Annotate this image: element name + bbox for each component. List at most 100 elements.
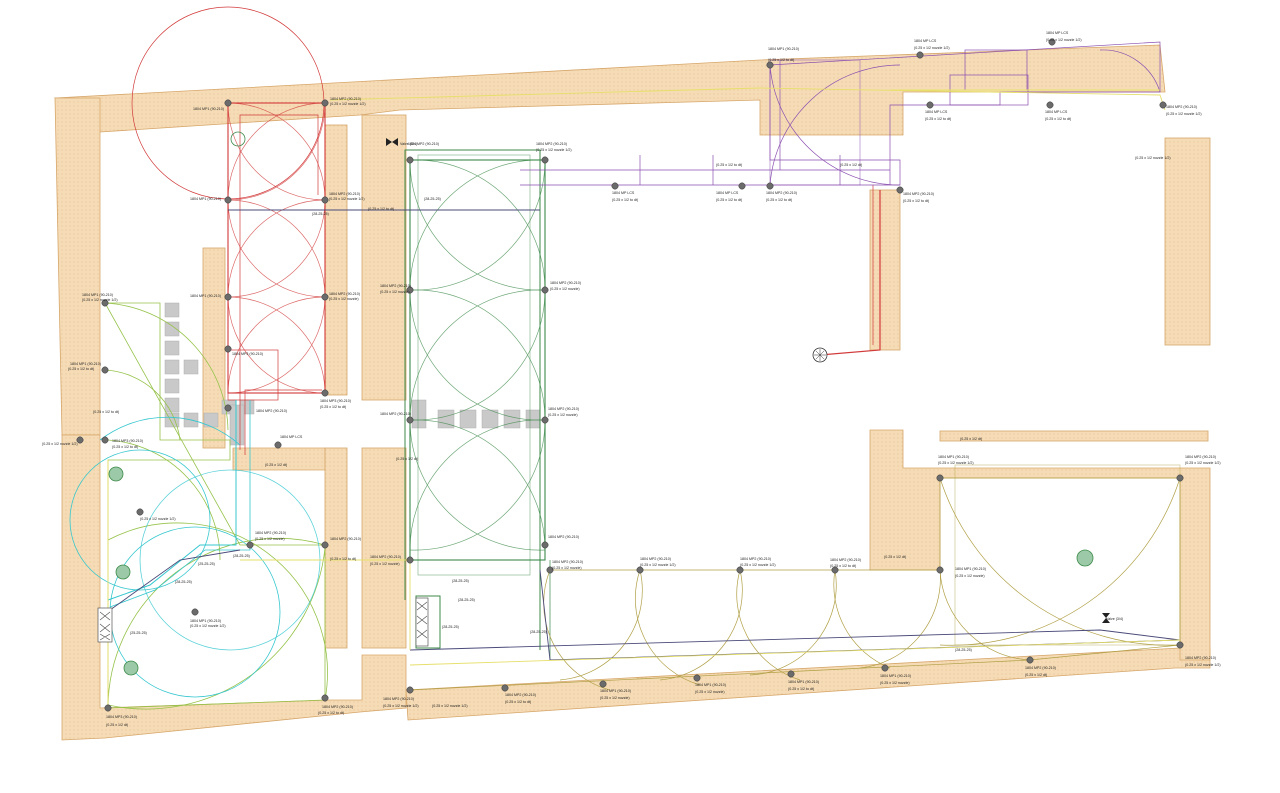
pipe-label: (0.25 x 1/2 nozzle 1/2) xyxy=(1166,112,1202,116)
sprinkler-head[interactable] xyxy=(104,704,112,712)
pipe-label: (0.25 x 1/2 to dt) xyxy=(716,163,742,167)
sprinkler-head[interactable] xyxy=(101,299,109,307)
sprinkler-head[interactable] xyxy=(926,101,934,109)
sprinkler-head[interactable] xyxy=(896,186,904,194)
sprinkler-head[interactable] xyxy=(406,686,414,694)
sprinkler-head[interactable] xyxy=(831,566,839,574)
lateral-pipes xyxy=(107,87,1181,708)
pipe-label: (0.25 x 1/2 to dt) xyxy=(505,700,531,704)
sprinkler-head[interactable] xyxy=(936,474,944,482)
sprinkler-head[interactable] xyxy=(881,664,889,672)
head-label: 1804 MP2 (90-210) xyxy=(1025,666,1056,670)
sprinkler-head[interactable] xyxy=(546,566,554,574)
zone-purple xyxy=(520,41,1161,186)
head-label: 1804 MP2 (90-210) xyxy=(830,558,861,562)
pipe-label: (0.25 x 1/2 to dt) xyxy=(903,199,929,203)
head-label: 1804 MP2 (90-210) xyxy=(255,531,286,535)
sprinkler-head[interactable] xyxy=(693,674,701,682)
sprinkler-head[interactable] xyxy=(136,508,144,516)
sprinkler-head[interactable] xyxy=(599,680,607,688)
valve-symbols xyxy=(386,138,1110,623)
sprinkler-head[interactable] xyxy=(101,436,109,444)
head-label: 1804 MP1 (90-210) xyxy=(82,293,113,297)
valve-label: Valve (3/4) xyxy=(400,142,417,146)
valve-box-center xyxy=(415,597,429,647)
pipe-label: (0.25 x 1/2 to dt) xyxy=(788,687,814,691)
sprinkler-head[interactable] xyxy=(321,196,329,204)
sprinkler-head[interactable] xyxy=(787,670,795,678)
head-label: 1804 MP3 (90-210) xyxy=(320,399,351,403)
pipe-label: (0.25 x 1/2 dt) xyxy=(396,457,418,461)
head-label: 1804 MP2 (90-210) xyxy=(505,693,536,697)
valve-box-left xyxy=(97,607,113,643)
pipe-label: (0.25 x 1/2 nozzle) xyxy=(600,696,630,700)
sprinkler-head[interactable] xyxy=(611,182,619,190)
sprinkler-head[interactable] xyxy=(321,694,329,702)
sprinkler-head[interactable] xyxy=(406,556,414,564)
pipe-label: (0.25 x 1/2 nozzle) xyxy=(380,290,410,294)
sprinkler-head[interactable] xyxy=(541,286,549,294)
sprinkler-head[interactable] xyxy=(501,684,509,692)
pipe-label: (0.25 x 1/2 dt) xyxy=(960,437,982,441)
pipe-label: (28-25-25) xyxy=(312,212,329,216)
pipe-label: (0.25 x 1/2 to dt) xyxy=(330,557,356,561)
sprinkler-head[interactable] xyxy=(224,196,232,204)
pipe-label: (0.25 x 1/2 nozzle 1/2) xyxy=(42,442,78,446)
sprinkler-head[interactable] xyxy=(406,156,414,164)
sprinkler-head[interactable] xyxy=(541,416,549,424)
sprinkler-head[interactable] xyxy=(274,441,282,449)
sprinkler-head[interactable] xyxy=(224,99,232,107)
bed-strip-3 xyxy=(361,114,407,401)
paver-stones xyxy=(164,302,541,446)
zone-olive xyxy=(409,464,1181,691)
zone-red xyxy=(131,6,881,455)
head-label: 1804 MP2 (90-210) xyxy=(370,555,401,559)
sprinkler-head[interactable] xyxy=(1176,474,1184,482)
head-label: 1804 MP2 (90-210) xyxy=(329,192,360,196)
sprinkler-head[interactable] xyxy=(406,286,414,294)
head-label: 1804 MP2 (90-210) xyxy=(383,697,414,701)
sprinkler-head[interactable] xyxy=(766,182,774,190)
sprinkler-head[interactable] xyxy=(246,541,254,549)
sprinkler-head[interactable] xyxy=(321,293,329,301)
head-label: 1804 MP2 (90-210) xyxy=(903,192,934,196)
sprinkler-head[interactable] xyxy=(1048,38,1056,46)
sprinkler-head[interactable] xyxy=(738,182,746,190)
sprinkler-head[interactable] xyxy=(321,99,329,107)
sprinkler-head[interactable] xyxy=(1176,641,1184,649)
sprinkler-head[interactable] xyxy=(936,566,944,574)
sprinkler-head[interactable] xyxy=(1046,101,1054,109)
sprinkler-head[interactable] xyxy=(101,366,109,374)
sprinkler-head[interactable] xyxy=(1026,656,1034,664)
head-labels: 1804 MP1 (90-210) 1804 MP2 (90-210) (0.2… xyxy=(42,31,1221,727)
pipe-label: (0.25 x 1/2 nozzle) xyxy=(880,681,910,685)
sprinkler-head[interactable] xyxy=(736,566,744,574)
head-label: 1804 MP2 (90-210) xyxy=(640,557,671,561)
sprinkler-head[interactable] xyxy=(321,389,329,397)
pipe-label: (0.25 x 1/2 nozzle 1/2) xyxy=(1185,461,1221,465)
sprinkler-head[interactable] xyxy=(916,51,924,59)
sprinkler-head[interactable] xyxy=(224,404,232,412)
head-label: 1804 MP2 (90-210) xyxy=(408,142,439,146)
head-label: 1804 MP1 (90-210) xyxy=(190,619,221,623)
pipe-label: (0.25 x 1/2 to dt) xyxy=(368,207,394,211)
sprinkler-head[interactable] xyxy=(406,416,414,424)
sprinkler-head[interactable] xyxy=(766,61,774,69)
sprinkler-head[interactable] xyxy=(224,345,232,353)
sprinkler-head[interactable] xyxy=(321,541,329,549)
sprinkler-head[interactable] xyxy=(1159,101,1167,109)
sprinkler-head[interactable] xyxy=(636,566,644,574)
sprinkler-head[interactable] xyxy=(224,293,232,301)
sprinkler-head[interactable] xyxy=(541,541,549,549)
pipe-label: (0.25 x 1/2 nozzle 1/2) xyxy=(1185,663,1221,667)
head-label: 1804 MP LCS xyxy=(280,435,303,439)
zone-green xyxy=(404,149,551,660)
sprinkler-head[interactable] xyxy=(541,156,549,164)
pipe-label: (0.25 x 1/2 nozzle 1/2) xyxy=(330,102,366,106)
head-label: 1804 MP1 (90-210) xyxy=(695,683,726,687)
pipe-label: (28-25-25) xyxy=(458,598,475,602)
pipe-label: (0.25 x 1/2 dt) xyxy=(106,723,128,727)
sprinkler-head[interactable] xyxy=(76,436,84,444)
sprinkler-head[interactable] xyxy=(191,608,199,616)
pipe-label: (0.25 x 1/2 nozzle) xyxy=(329,297,359,301)
